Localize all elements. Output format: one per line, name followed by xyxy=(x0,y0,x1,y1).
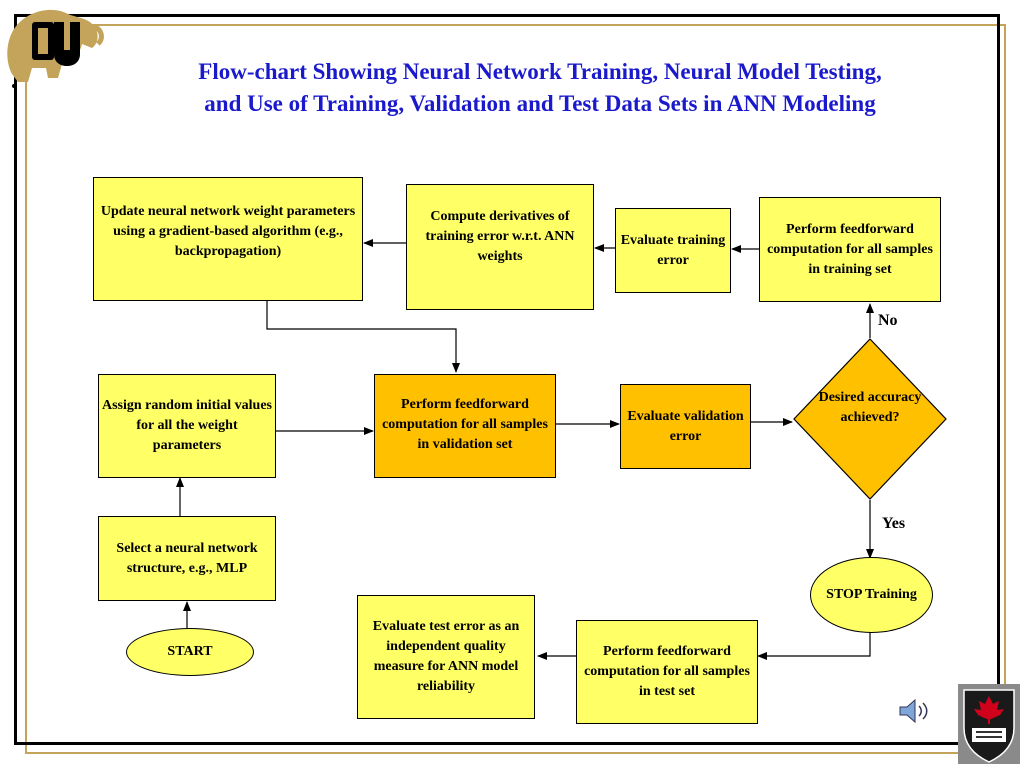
title-line-1: Flow-chart Showing Neural Network Traini… xyxy=(198,59,882,84)
node-feedforward-training: Perform feedforward computation for all … xyxy=(759,197,941,302)
decision-label: Desired accuracy achieved? xyxy=(818,390,922,425)
node-assign-random: Assign random initial values for all the… xyxy=(98,374,276,478)
node-select-structure: Select a neural network structure, e.g.,… xyxy=(98,516,276,601)
node-update-weights: Update neural network weight parameters … xyxy=(93,177,363,301)
edge-label-yes: Yes xyxy=(882,515,906,532)
node-compute-derivatives: Compute derivatives of training error w.… xyxy=(406,184,594,310)
node-eval-training-error: Evaluate training error xyxy=(615,208,731,293)
node-eval-test-error: Evaluate test error as an independent qu… xyxy=(357,595,535,719)
node-eval-validation-error: Evaluate validation error xyxy=(620,384,751,469)
university-crest-logo-icon xyxy=(958,684,1020,764)
title-line-2: and Use of Training, Validation and Test… xyxy=(204,91,876,116)
node-stop-training: STOP Training xyxy=(810,557,933,633)
slide-title: Flow-chart Showing Neural Network Traini… xyxy=(100,56,980,120)
node-start: START xyxy=(126,628,254,676)
slide-frame-gold xyxy=(25,24,1006,754)
slide-frame-black xyxy=(14,14,1000,745)
node-decision-diamond xyxy=(793,338,947,500)
edge-label-no: No xyxy=(878,312,898,329)
speaker-icon[interactable] xyxy=(898,698,932,724)
cu-buffalo-logo-icon xyxy=(7,9,104,88)
node-feedforward-test: Perform feedforward computation for all … xyxy=(576,620,758,724)
node-feedforward-validation: Perform feedforward computation for all … xyxy=(374,374,556,478)
